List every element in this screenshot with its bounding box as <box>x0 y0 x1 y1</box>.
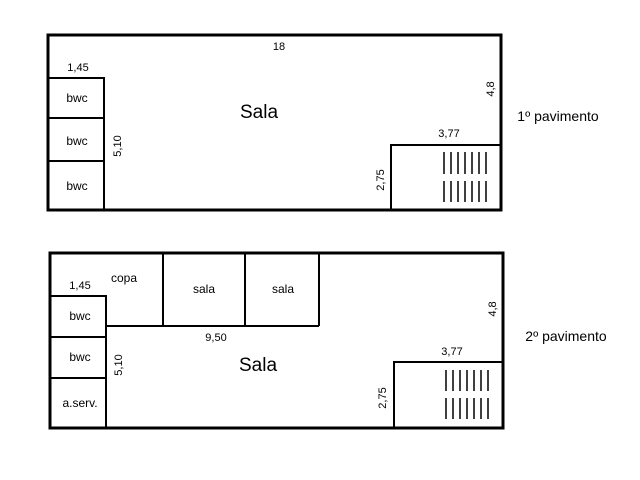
floor-1-room-bwc-1: bwc <box>66 91 87 105</box>
floor-2-dim-right: 4,8 <box>487 301 499 316</box>
floor-1-room-sala: Sala <box>240 102 278 123</box>
floor-1-dim-right: 4,8 <box>485 81 497 96</box>
floor-2-dim-stair-width: 3,77 <box>441 346 462 358</box>
floor-1-plan: 18 1,45 bwc bwc bwc 5,10 Sala 4,8 3,77 2… <box>46 33 599 212</box>
floor-2-room-sala-2: sala <box>272 282 294 296</box>
floor-2-room-copa: copa <box>111 271 137 285</box>
floor-1-dim-stair-width: 3,77 <box>438 128 459 140</box>
floor-1-dim-length: 18 <box>273 41 285 53</box>
floor-1-stair-steps <box>443 152 487 202</box>
floor-2-plan: 1,45 copa sala sala bwc bwc a.serv. 5,10… <box>48 251 607 430</box>
floor-2-dim-bath-depth: 5,10 <box>113 354 125 375</box>
floor-1-label: 1º pavimento <box>517 108 599 124</box>
floor-2-room-sala-1: sala <box>193 282 215 296</box>
floor-1-outer-wall <box>46 33 503 212</box>
floor-2-label: 2º pavimento <box>525 328 607 344</box>
floor-2-bath-block-wall <box>50 295 107 428</box>
floor-2-outer-wall <box>48 251 505 430</box>
floor-1-stair-wall <box>390 144 501 210</box>
floor-2-room-bwc-1: bwc <box>69 309 90 323</box>
floor-2-room-a-serv: a.serv. <box>62 396 97 410</box>
floor-1-bath-block-wall <box>48 77 105 210</box>
floor-1-dim-bath-depth: 5,10 <box>112 135 124 156</box>
floor-1-dim-stair-depth: 2,75 <box>375 169 387 190</box>
floor-2-room-bwc-2: bwc <box>69 350 90 364</box>
floor-1-dim-bath-width: 1,45 <box>67 62 88 74</box>
floor-2-dim-stair-depth: 2,75 <box>377 387 389 408</box>
floor-1-room-bwc-2: bwc <box>66 134 87 148</box>
floor-2-dim-rooms-width: 9,50 <box>205 332 226 344</box>
floor-2-room-sala: Sala <box>239 355 277 376</box>
floor-1-room-bwc-3: bwc <box>66 179 87 193</box>
floor-2-dim-bath-width: 1,45 <box>69 280 90 292</box>
floor-2-stair-steps <box>445 370 489 419</box>
floor-2-stair-wall <box>393 361 503 428</box>
